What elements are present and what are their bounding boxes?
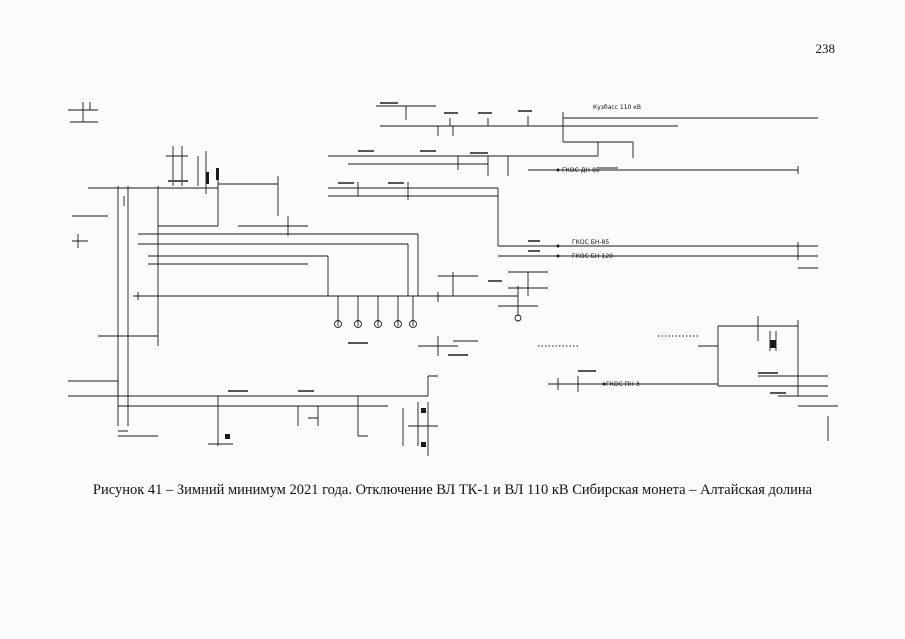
label-gkos-pn3: ГКОС ПН-3 [606,381,640,388]
label-gkos-bn85: ГКОС БН-85 [572,239,609,246]
label-gkos-dn85: ГКОС ДН-85 [562,167,600,174]
network-scheme: Кузбасс 110 кВ ГКОС ДН-85 ГКОС БН-85 ГКО… [68,102,838,456]
single-line-diagram: Кузбасс 110 кВ ГКОС ДН-85 ГКОС БН-85 ГКО… [58,96,848,474]
label-kuzbass: Кузбасс 110 кВ [593,104,641,111]
figure-caption: Рисунок 41 – Зимний минимум 2021 года. О… [92,482,813,498]
page-number: 238 [815,41,836,56]
label-gkos-bn120: ГКОС БН-120 [572,253,613,260]
